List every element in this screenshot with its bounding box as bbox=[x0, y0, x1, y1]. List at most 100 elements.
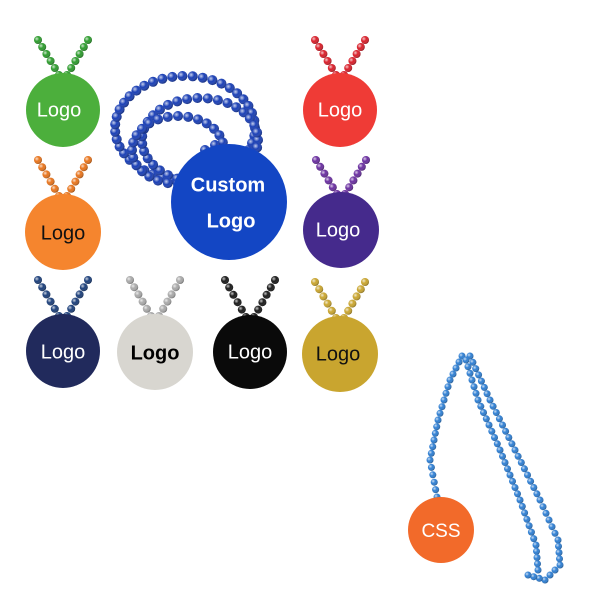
bead-highlight bbox=[34, 156, 42, 164]
bead-highlight bbox=[142, 304, 151, 313]
bead-highlight bbox=[311, 278, 319, 286]
bead-highlight bbox=[38, 43, 47, 51]
bead-highlight bbox=[534, 560, 541, 568]
bead-highlight bbox=[345, 183, 354, 192]
bead-highlight bbox=[548, 523, 556, 531]
bead-highlight bbox=[475, 371, 483, 379]
bead-highlight bbox=[153, 175, 163, 186]
bead-highlight bbox=[79, 163, 88, 172]
bead-highlight bbox=[499, 452, 506, 460]
bead-highlight bbox=[430, 478, 438, 486]
bead-highlight bbox=[75, 170, 84, 179]
bead-highlight bbox=[75, 50, 84, 58]
bead-highlight bbox=[477, 402, 485, 410]
medallion-label: Logo bbox=[41, 222, 86, 244]
bead-highlight bbox=[233, 298, 242, 307]
bead-highlight bbox=[79, 283, 88, 292]
bead-highlight bbox=[137, 123, 147, 134]
bead-highlight bbox=[472, 389, 480, 397]
bead-highlight bbox=[551, 566, 559, 574]
bead-highlight bbox=[159, 304, 168, 313]
bead-highlight bbox=[501, 459, 509, 466]
bead-highlight bbox=[464, 363, 472, 371]
bead-highlight bbox=[536, 496, 544, 504]
bead-highlight bbox=[462, 356, 470, 364]
bead-highlight bbox=[429, 471, 437, 479]
bead-highlight bbox=[455, 358, 463, 366]
bead-highlight bbox=[527, 528, 535, 536]
medallion-red: Logo bbox=[303, 73, 377, 147]
bead-highlight bbox=[514, 452, 522, 460]
bead-highlight bbox=[134, 290, 143, 299]
bead-highlight bbox=[477, 377, 485, 385]
bead-highlight bbox=[237, 305, 246, 314]
bead-highlight bbox=[449, 370, 457, 378]
bead-highlight bbox=[163, 297, 172, 306]
bead-highlight bbox=[434, 416, 442, 424]
bead-highlight bbox=[361, 278, 369, 286]
bead-highlight bbox=[539, 503, 547, 511]
medallion-silver: Logo bbox=[117, 314, 193, 390]
bead-highlight bbox=[532, 541, 540, 549]
bead-highlight bbox=[517, 459, 525, 466]
bead-highlight bbox=[431, 429, 439, 437]
bead-highlight bbox=[316, 162, 325, 171]
medallion-green: Logo bbox=[26, 73, 100, 147]
bead-highlight bbox=[154, 104, 165, 115]
bead-highlight bbox=[71, 177, 80, 186]
bead-highlight bbox=[42, 170, 51, 179]
bead-highlight bbox=[505, 434, 513, 441]
bead-highlight bbox=[514, 490, 521, 498]
bead-highlight bbox=[556, 561, 564, 569]
bead-highlight bbox=[546, 571, 554, 579]
bead-highlight bbox=[344, 64, 353, 72]
bead-highlight bbox=[429, 443, 437, 451]
bead-highlight bbox=[433, 423, 441, 431]
bead-highlight bbox=[452, 364, 460, 372]
bead-highlight bbox=[556, 555, 563, 563]
bead-highlight bbox=[530, 535, 538, 543]
bead-highlight bbox=[530, 484, 538, 491]
bead-highlight bbox=[523, 515, 531, 523]
bead-highlight bbox=[493, 440, 501, 448]
bead-highlight bbox=[496, 446, 504, 454]
bead-highlight bbox=[67, 304, 76, 313]
bead-highlight bbox=[327, 306, 336, 315]
bead-highlight bbox=[162, 178, 173, 189]
bead-highlight bbox=[499, 421, 506, 429]
bead-highlight bbox=[352, 292, 361, 301]
bead-highlight bbox=[533, 554, 541, 561]
bead-highlight bbox=[238, 107, 249, 118]
bead-highlight bbox=[172, 96, 183, 107]
medallion-disc bbox=[171, 144, 287, 260]
bead-highlight bbox=[323, 299, 332, 308]
bead-highlight bbox=[193, 114, 203, 125]
bead-highlight bbox=[182, 94, 193, 105]
bead-highlight bbox=[252, 127, 263, 138]
bead-highlight bbox=[128, 152, 139, 163]
medallion-gold: Logo bbox=[302, 316, 378, 392]
medallion-label-line2: Logo bbox=[207, 210, 256, 232]
bead-highlight bbox=[144, 118, 155, 129]
medallion-featured: Custom Logo bbox=[171, 144, 287, 260]
bead-highlight bbox=[79, 43, 88, 51]
bead-highlight bbox=[163, 170, 173, 181]
bead-highlight bbox=[126, 276, 134, 284]
bead-highlight bbox=[533, 490, 541, 498]
bead-strand-green bbox=[34, 36, 92, 79]
bead-highlight bbox=[348, 299, 357, 308]
bead-highlight bbox=[427, 449, 435, 457]
bead-strand-navy bbox=[34, 276, 92, 320]
bead-highlight bbox=[148, 76, 158, 87]
bead-highlight bbox=[353, 169, 362, 178]
medallion-disc bbox=[25, 194, 101, 270]
bead-highlight bbox=[438, 403, 446, 411]
bead-highlight bbox=[207, 75, 218, 86]
bead-highlight bbox=[202, 93, 213, 104]
bead-highlight bbox=[555, 542, 562, 550]
bead-highlight bbox=[524, 471, 531, 479]
bead-highlight bbox=[328, 183, 337, 192]
medallion-disc bbox=[117, 314, 193, 390]
bead-highlight bbox=[319, 50, 328, 58]
medallion-disc bbox=[26, 73, 100, 147]
